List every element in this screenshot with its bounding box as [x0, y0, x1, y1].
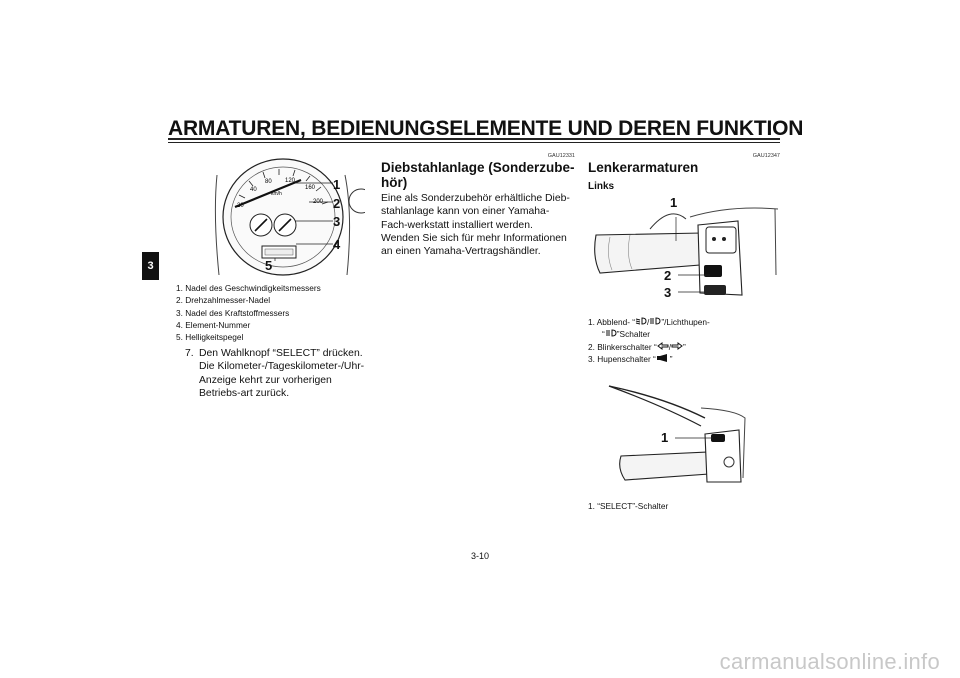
caption-item-1-cont: “”Schalter [602, 329, 650, 340]
caption-item-2: 2. Blinkerschalter “/” [588, 341, 686, 352]
caption-item: 1. Nadel des Geschwindigkeitsmessers [176, 283, 321, 293]
select-switch-figure [608, 385, 746, 483]
caption-item: 5. Helligkeitspegel [176, 332, 244, 343]
caption-item-3: 3. Hupenschalter “” [588, 353, 673, 364]
fig1-callout-1: 1 [670, 195, 678, 210]
callout-5: 5 [265, 258, 273, 273]
svg-text:160: 160 [305, 185, 316, 191]
caption-item: 2. Drehzahlmesser-Nadel [176, 295, 271, 306]
svg-text:80: 80 [265, 179, 272, 185]
fig1-callout-2: 2 [664, 268, 672, 283]
svg-text:20: 20 [237, 203, 244, 209]
svg-text:40: 40 [250, 187, 257, 193]
svg-text:120: 120 [285, 178, 296, 184]
figure-caption-list: 1. Nadel des Geschwindigkeitsmessers 2. … [176, 282, 376, 343]
title-rule-top [168, 138, 780, 140]
section-text-diebstahlanlage: Eine als Sonderzubehör erhältliche Dieb-… [381, 193, 570, 258]
caption-item-1: 1. Abblend- “/”/Lichthupen- [588, 317, 710, 327]
section-code-middle: GAU12331 [547, 153, 575, 159]
caption-item: 3. Nadel des Kraftstoffmessers [176, 307, 290, 318]
subheading-links: Links [588, 181, 615, 192]
left-handlebar-switch-figure [594, 207, 779, 296]
high-beam-icon [650, 317, 661, 325]
step-number: 7. [185, 348, 194, 359]
title-rule-bottom [168, 142, 780, 143]
callout-2: 2 [333, 196, 341, 211]
low-beam-icon [635, 317, 647, 325]
headlight-flasher-icon [605, 329, 617, 337]
fig2-caption: 1. “SELECT”-Schalter [588, 501, 669, 511]
callout-1: 1 [333, 177, 341, 192]
section-heading-diebstahlanlage: Diebstahlanlage (Sonderzube-hör) [381, 160, 575, 190]
svg-text:km/h: km/h [271, 191, 282, 197]
callout-4: 4 [333, 237, 341, 252]
step-7: 7. Den Wahlknopf “SELECT” drücken. Die K… [185, 347, 375, 400]
horn-icon [656, 353, 667, 362]
watermark: carmanualsonline.info [719, 649, 940, 674]
callout-3: 3 [333, 214, 341, 229]
turn-left-icon [656, 341, 669, 350]
step-text: Den Wahlknopf “SELECT” drücken. Die Kilo… [199, 348, 365, 399]
section-code-right: GAU12347 [752, 153, 780, 159]
turn-right-icon [671, 341, 683, 350]
section-heading-lenkerarmaturen: Lenkerarmaturen [588, 160, 699, 175]
fig1-caption-list: 1. Abblend- “/”/Lichthupen- “”Schalter 2… [588, 316, 783, 365]
caption-item: 4. Element-Nummer [176, 319, 251, 330]
fig1-callout-3: 3 [664, 285, 672, 300]
fig2-callout-1: 1 [661, 430, 669, 445]
page-title: ARMATUREN, BEDIENUNGSELEMENTE UND DEREN … [168, 117, 804, 140]
chapter-tab: 3 [142, 252, 159, 280]
page-number: 3-10 [470, 551, 489, 561]
